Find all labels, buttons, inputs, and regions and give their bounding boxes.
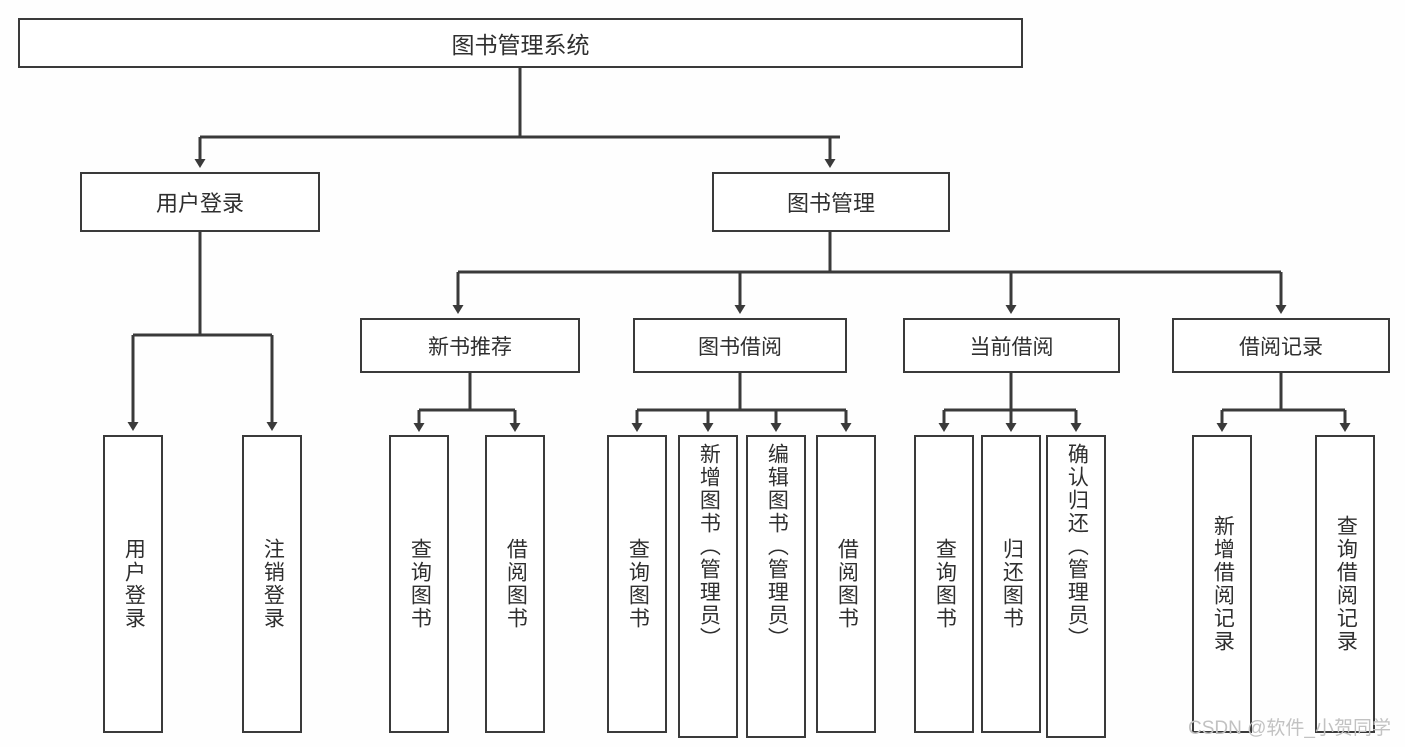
node-label: 新书推荐 [428, 335, 512, 359]
leaf-current-return-book[interactable]: 归还图书 [981, 435, 1041, 733]
node-label: 查询图书 [933, 538, 957, 630]
leaf-current-query-book[interactable]: 查询图书 [914, 435, 974, 733]
node-book-borrow[interactable]: 图书借阅 [633, 318, 847, 373]
node-label: 借阅记录 [1239, 335, 1323, 359]
node-label: 确认归还（管理员） [1065, 443, 1089, 650]
node-user-login[interactable]: 用户登录 [80, 172, 320, 232]
leaf-new-book-query[interactable]: 查询图书 [389, 435, 449, 733]
leaf-record-query-borrow-record[interactable]: 查询借阅记录 [1315, 435, 1375, 733]
node-label: 新增借阅记录 [1211, 515, 1235, 653]
node-label: 用户登录 [122, 538, 146, 630]
node-label: 查询借阅记录 [1334, 515, 1358, 653]
node-label: 编辑图书（管理员） [765, 443, 789, 650]
leaf-borrow-query-book[interactable]: 查询图书 [607, 435, 667, 733]
leaf-borrow-edit-book-admin[interactable]: 编辑图书（管理员） [746, 435, 806, 738]
node-label: 图书管理系统 [451, 32, 590, 58]
node-current-borrow[interactable]: 当前借阅 [903, 318, 1120, 373]
node-label: 查询图书 [626, 538, 650, 630]
node-label: 用户登录 [155, 191, 244, 216]
leaf-user-login-signin[interactable]: 用户登录 [103, 435, 163, 733]
node-book-management[interactable]: 图书管理 [712, 172, 950, 232]
node-label: 查询图书 [408, 538, 432, 630]
node-label: 归还图书 [1000, 538, 1024, 630]
watermark-text: CSDN @软件_小贺同学 [1188, 718, 1391, 739]
leaf-borrow-add-book-admin[interactable]: 新增图书（管理员） [678, 435, 738, 738]
node-label: 注销登录 [261, 538, 285, 630]
leaf-user-login-signout[interactable]: 注销登录 [242, 435, 302, 733]
node-label: 新增图书（管理员） [697, 443, 721, 650]
leaf-new-book-borrow[interactable]: 借阅图书 [485, 435, 545, 733]
leaf-borrow-borrow-book[interactable]: 借阅图书 [816, 435, 876, 733]
node-new-book-recommend[interactable]: 新书推荐 [360, 318, 580, 373]
leaf-current-confirm-return-admin[interactable]: 确认归还（管理员） [1046, 435, 1106, 738]
node-root-book-management-system[interactable]: 图书管理系统 [18, 18, 1023, 68]
node-label: 借阅图书 [504, 538, 528, 630]
node-borrow-record[interactable]: 借阅记录 [1172, 318, 1390, 373]
node-label: 当前借阅 [969, 335, 1054, 359]
node-label: 图书管理 [786, 191, 875, 216]
node-label: 借阅图书 [835, 538, 859, 630]
node-label: 图书借阅 [698, 335, 782, 359]
leaf-record-add-borrow-record[interactable]: 新增借阅记录 [1192, 435, 1252, 733]
